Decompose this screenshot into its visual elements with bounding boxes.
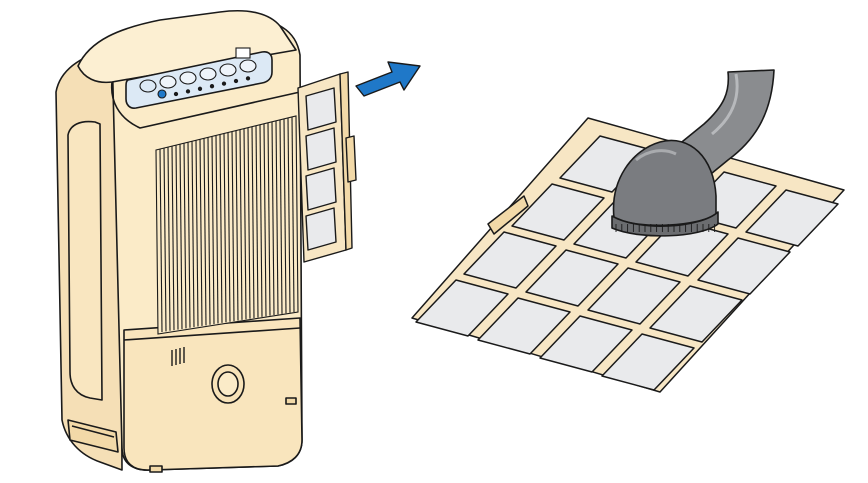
grille-louver — [291, 116, 295, 313]
filter-cell — [539, 315, 633, 373]
grille-louver — [243, 128, 247, 320]
arrow-right-icon — [355, 61, 421, 97]
grille-louver — [207, 137, 211, 325]
removed-filter-cell — [305, 87, 337, 131]
grille-louver — [275, 120, 279, 315]
filter-tab-edge — [487, 195, 529, 235]
filter-panel — [411, 117, 845, 393]
grille-louver — [163, 148, 167, 332]
grille-louver — [263, 123, 267, 317]
indicator-light — [185, 89, 191, 94]
filter-cell — [525, 249, 619, 307]
indicator-light — [221, 81, 227, 86]
control-buttons — [139, 47, 257, 99]
filter-cell — [601, 333, 695, 391]
grille-louver — [267, 122, 271, 316]
grille-louver — [255, 125, 259, 318]
grille-louver — [271, 121, 275, 316]
indicator-light — [197, 86, 203, 91]
grille-louver — [187, 142, 191, 328]
control-button — [199, 67, 217, 81]
filter-cell — [587, 267, 681, 325]
filter-cell — [649, 285, 743, 343]
display-window — [235, 47, 251, 59]
unit-shoulder — [110, 81, 301, 129]
filter-tab — [345, 135, 357, 183]
filter-cell — [745, 189, 839, 247]
grille-louver — [287, 117, 291, 313]
control-button — [219, 63, 237, 77]
small-vent — [171, 347, 185, 366]
grille-louver — [171, 146, 175, 331]
filter-cell — [463, 231, 557, 289]
grille-louver — [235, 130, 239, 321]
grille-louver — [219, 134, 223, 323]
removed-filter-cell — [305, 127, 337, 171]
control-button — [159, 75, 177, 89]
grille-louver — [191, 141, 195, 328]
grille-louver — [231, 131, 235, 322]
grille-louver — [183, 143, 187, 329]
power-indicator — [157, 89, 167, 99]
foot-left — [149, 465, 163, 473]
control-button — [139, 79, 157, 93]
drain-port-inner — [217, 371, 239, 397]
grille-louver — [203, 138, 207, 326]
control-button — [239, 59, 257, 73]
indicator-light — [173, 91, 179, 97]
control-button — [179, 71, 197, 85]
filter-cell — [635, 219, 729, 277]
indicator-light — [233, 78, 239, 84]
grille-louver — [259, 124, 263, 317]
filter-cell — [477, 297, 571, 355]
filter-cell — [511, 183, 605, 241]
grille-louver — [239, 129, 243, 320]
grille-louver — [279, 119, 283, 314]
removed-filter-cell — [305, 207, 337, 251]
grille-louver — [159, 148, 163, 333]
tank-seam — [123, 327, 301, 341]
unit-side-recess — [67, 120, 103, 401]
removed-filter-cell — [305, 167, 337, 211]
grille-louver — [199, 139, 203, 326]
foot-right — [285, 397, 297, 405]
grille-frame — [155, 115, 299, 335]
grille-louver — [175, 145, 179, 330]
grille-louver — [227, 132, 231, 322]
grille-louver — [251, 126, 255, 319]
indicator-light — [245, 76, 251, 81]
filter-cell — [559, 135, 653, 193]
air-grille — [155, 115, 299, 335]
nozzle-body — [612, 139, 717, 226]
vacuum-nozzle-icon — [611, 69, 775, 237]
indicator-light — [209, 84, 215, 89]
filter-cell — [697, 237, 791, 295]
unit-top-face — [77, 9, 297, 84]
grille-louver — [223, 133, 227, 323]
grille-louver — [215, 135, 219, 324]
grille-louver — [247, 127, 251, 319]
grille-louver — [167, 147, 171, 331]
water-tank — [123, 317, 303, 471]
grille-louver — [283, 118, 287, 314]
grille-louver — [179, 144, 183, 329]
filter-cell — [415, 279, 509, 337]
removed-filter — [297, 71, 357, 263]
grille-louver — [211, 136, 215, 325]
grille-louver — [195, 140, 199, 327]
